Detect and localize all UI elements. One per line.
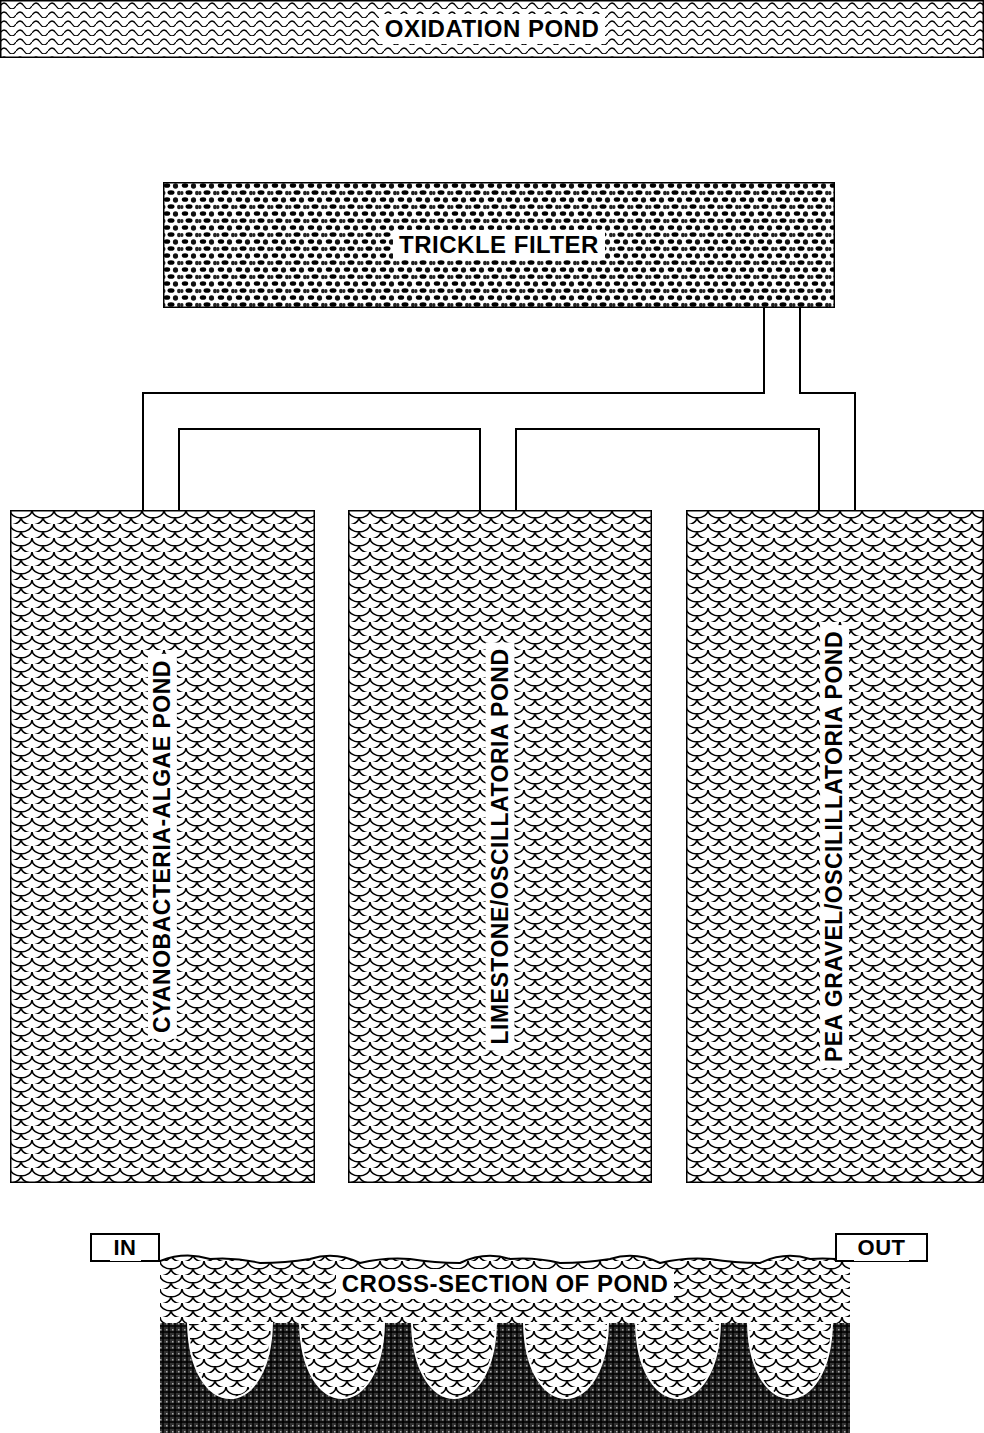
outlet-tag: OUT <box>835 1233 928 1262</box>
node-label: OXIDATION POND <box>379 14 606 44</box>
pipe <box>782 308 837 510</box>
oxidation-pond: OXIDATION POND <box>0 0 984 58</box>
pipe <box>498 308 782 510</box>
flow-tag: IN <box>110 1235 141 1261</box>
flow-tag: OUT <box>854 1235 910 1261</box>
node-label: TRICKLE FILTER <box>393 230 605 260</box>
pond-basin: PEA GRAVEL/OSCILILLATORIA POND <box>686 510 984 1183</box>
pond-label: CYANOBACTERIA-ALGAE POND <box>148 654 177 1039</box>
pipe-bore <box>782 308 837 510</box>
pond-basin: CYANOBACTERIA-ALGAE POND <box>10 510 315 1183</box>
pond-label: LIMESTONE/OSCILLATORIA POND <box>486 643 515 1051</box>
inlet-tag: IN <box>90 1233 160 1262</box>
trickle-filter: TRICKLE FILTER <box>163 182 835 308</box>
pipe <box>161 308 782 510</box>
node-label: CROSS-SECTION OF POND <box>336 1269 675 1299</box>
pond-basin: LIMESTONE/OSCILLATORIA POND <box>348 510 652 1183</box>
pond-label: PEA GRAVEL/OSCILILLATORIA POND <box>821 625 850 1068</box>
pond-cross-section: CROSS-SECTION OF POND <box>160 1233 850 1433</box>
pipe-bore <box>498 308 782 510</box>
texture <box>160 1233 850 1433</box>
pipe-bore <box>161 308 782 510</box>
